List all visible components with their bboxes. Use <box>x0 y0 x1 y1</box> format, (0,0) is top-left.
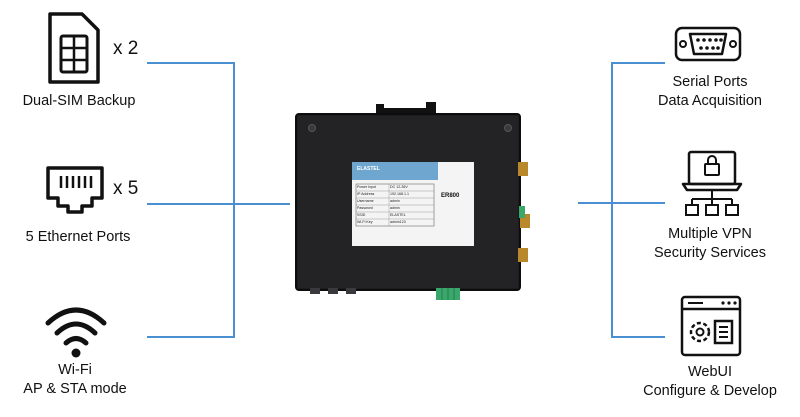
ethernet-label: 5 Ethernet Ports <box>25 229 131 245</box>
connector-line-sim <box>147 62 235 64</box>
ethernet-multiplier: x 5 <box>113 178 139 199</box>
serial-label-line1: Serial Ports <box>672 74 748 90</box>
wifi-icon <box>45 307 107 358</box>
vpn-label-line2: Security Services <box>653 245 766 261</box>
sim-multiplier: x 2 <box>113 38 139 59</box>
connector-line-webui <box>612 336 665 338</box>
vpn-label-line1: Multiple VPN <box>668 226 752 242</box>
connector-line-vpn <box>578 202 665 204</box>
serial-port-icon <box>674 26 742 62</box>
webui-label-line1: WebUI <box>687 364 733 380</box>
device-brand: ELASTEL <box>357 166 380 172</box>
wifi-label-line2: AP & STA mode <box>23 381 127 397</box>
connector-line-wifi <box>147 336 235 338</box>
webui-label-line2: Configure & Develop <box>643 383 777 399</box>
router-device <box>295 102 530 300</box>
connector-trunk-right <box>611 62 613 338</box>
sim-label: Dual-SIM Backup <box>22 93 136 109</box>
webui-icon <box>680 295 742 357</box>
sim-card-icon <box>48 12 100 84</box>
connector-line-serial <box>612 62 665 64</box>
device-model: ER800 <box>441 193 460 199</box>
ethernet-port-icon <box>46 166 104 214</box>
connector-line-ethernet <box>147 203 290 205</box>
serial-label-line2: Data Acquisition <box>658 93 762 109</box>
connector-trunk-left <box>233 62 235 338</box>
vpn-security-icon <box>681 150 743 216</box>
wifi-label-line1: Wi-Fi <box>58 362 92 378</box>
